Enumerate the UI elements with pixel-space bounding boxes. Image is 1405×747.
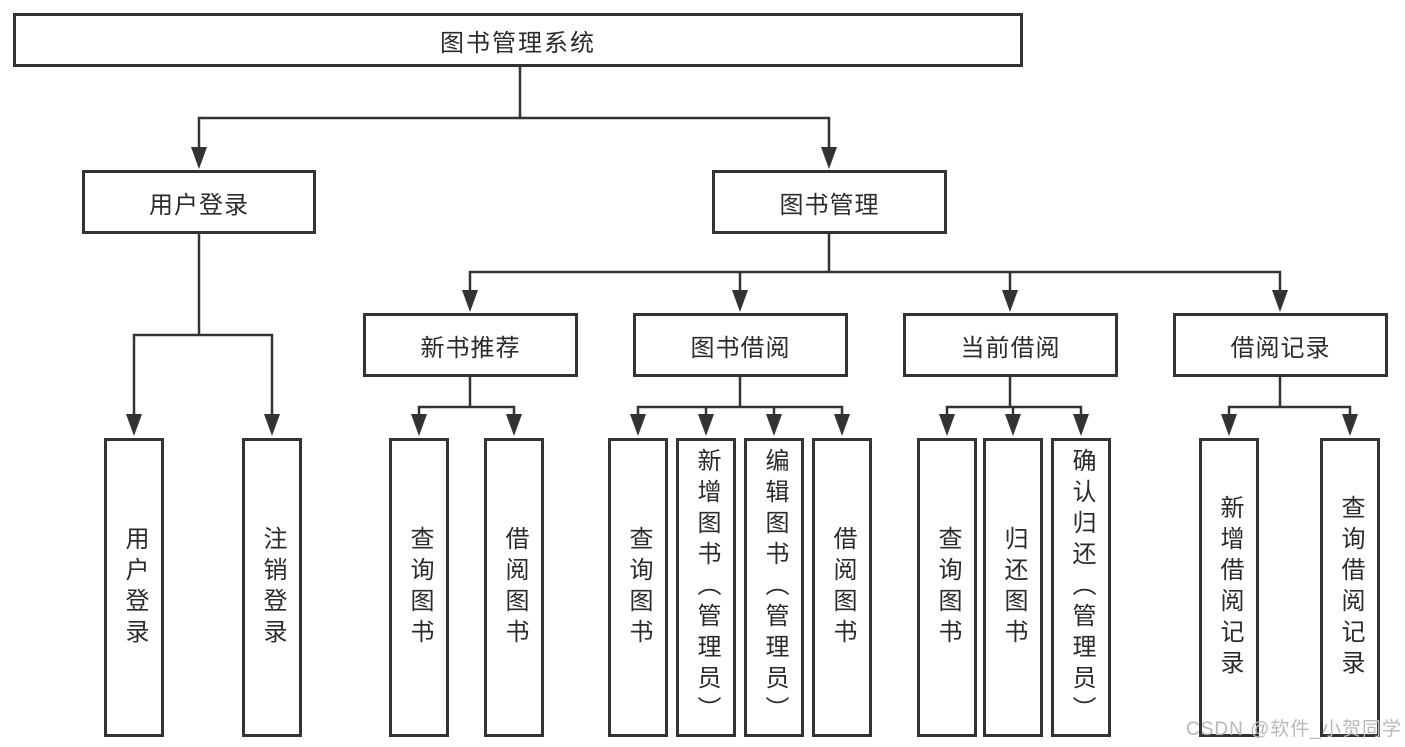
node-book-borrowing: 图书借阅 (633, 313, 848, 377)
node-leaf-borrow-books-recommend: 借阅图书 (484, 438, 544, 737)
node-leaf-add-borrow-record: 新增借阅记录 (1199, 438, 1259, 737)
node-leaf-logout: 注销登录 (242, 438, 302, 737)
node-leaf-confirm-return-admin: 确认归还（管理员） (1051, 438, 1111, 737)
node-current-borrowing: 当前借阅 (903, 313, 1118, 377)
node-leaf-edit-books-admin: 编辑图书（管理员） (744, 438, 804, 737)
node-leaf-query-books-recommend: 查询图书 (389, 438, 449, 737)
node-leaf-return-books: 归还图书 (983, 438, 1043, 737)
node-new-book-recommendation: 新书推荐 (363, 313, 578, 377)
node-leaf-query-books-borrowing: 查询图书 (608, 438, 668, 737)
node-leaf-borrow-books: 借阅图书 (812, 438, 872, 737)
node-book-management: 图书管理 (712, 170, 947, 234)
node-leaf-query-borrow-record: 查询借阅记录 (1320, 438, 1380, 737)
node-library-management-system: 图书管理系统 (13, 13, 1023, 67)
node-borrowing-records: 借阅记录 (1173, 313, 1388, 377)
node-leaf-user-login: 用户登录 (104, 438, 164, 737)
node-leaf-query-books-current: 查询图书 (917, 438, 977, 737)
arrowhead-icons (126, 147, 1358, 436)
node-user-login: 用户登录 (82, 170, 316, 234)
csdn-watermark: CSDN @软件_小贺同学 (1186, 719, 1402, 740)
node-leaf-add-books-admin: 新增图书（管理员） (676, 438, 736, 737)
